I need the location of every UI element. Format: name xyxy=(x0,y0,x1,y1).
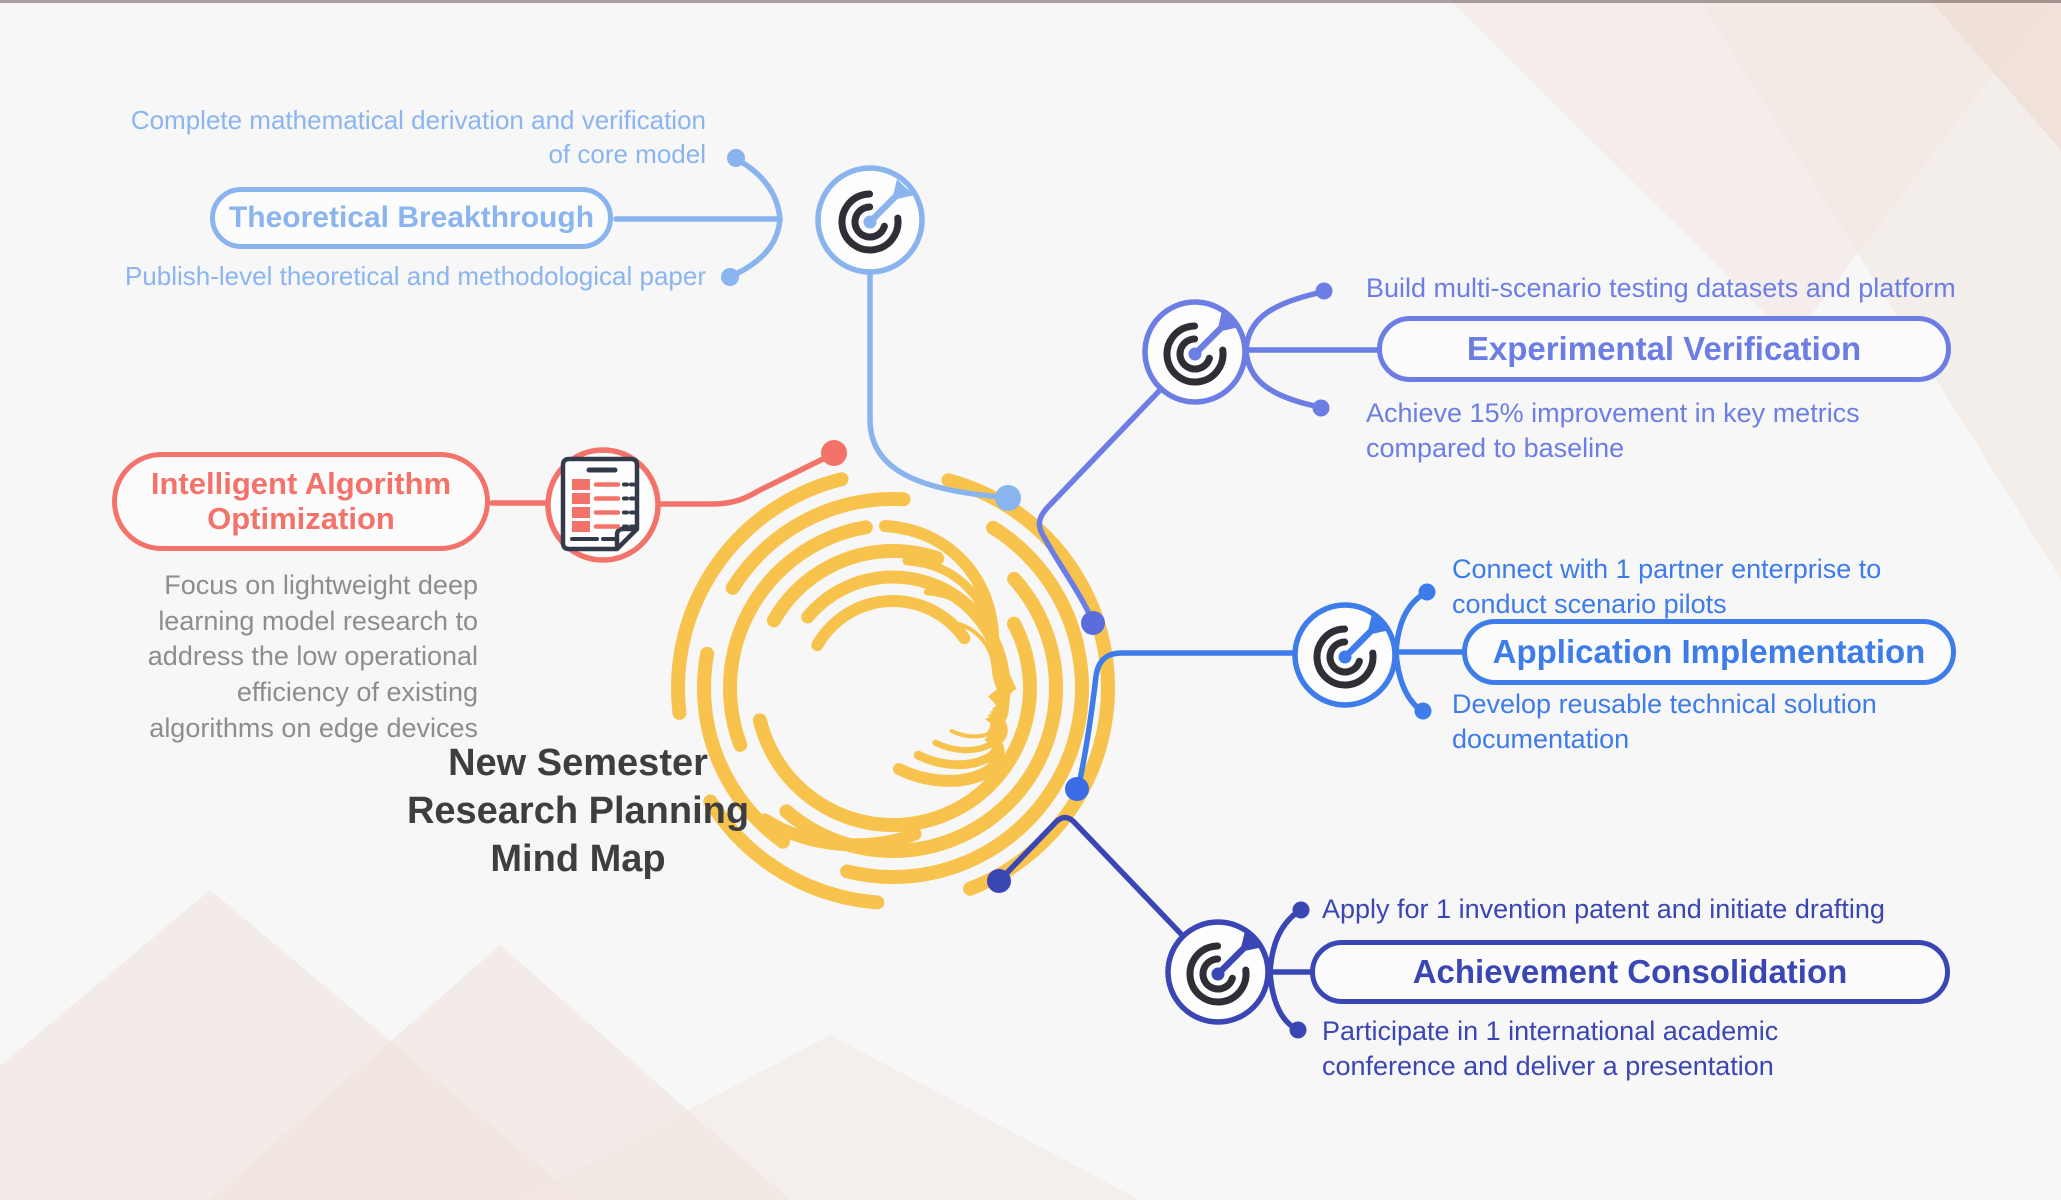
sub-item-dot xyxy=(1315,282,1333,300)
document-list-icon xyxy=(560,456,640,552)
experimental-sub-item-1: Build multi-scenario testing datasets an… xyxy=(1366,273,1956,303)
node-application-implementation: Application Implementation xyxy=(1462,619,1956,685)
head-profile-rings-icon xyxy=(671,466,1115,910)
algorithm-description: Focus on lightweight deep learning model… xyxy=(147,570,478,743)
center-anchor-dot xyxy=(995,485,1021,511)
node-theoretical-breakthrough: Theoretical Breakthrough xyxy=(210,187,613,249)
sub-item-dot xyxy=(1292,901,1310,919)
sub-item-dot xyxy=(1289,1021,1307,1039)
sub-item-dot xyxy=(1414,702,1432,720)
application-sub-item-2: Develop reusable technical solution docu… xyxy=(1452,689,1877,755)
achievement-sub-item-1: Apply for 1 invention patent and initiat… xyxy=(1322,894,1885,924)
target-icon xyxy=(1186,931,1263,1006)
achievement-sub-item-2: Participate in 1 international academic … xyxy=(1322,1016,1779,1082)
experimental-sub-item-2: Achieve 15% improvement in key metrics c… xyxy=(1366,398,1860,464)
sub-item-dot xyxy=(721,268,739,286)
center-anchor-dot xyxy=(1065,777,1089,801)
page-title: New Semester Research Planning Mind Map xyxy=(406,742,750,880)
sub-item-dot xyxy=(1418,583,1436,601)
sub-item-dot xyxy=(727,149,745,167)
target-icon xyxy=(838,179,915,254)
window-top-edge xyxy=(0,0,2061,3)
sub-item-dot xyxy=(1312,399,1330,417)
theoretical-sub-item-1: Complete mathematical derivation and ver… xyxy=(130,105,706,169)
center-anchor-dot xyxy=(987,869,1011,893)
application-sub-item-1: Connect with 1 partner enterprise to con… xyxy=(1452,554,1882,620)
node-experimental-verification: Experimental Verification xyxy=(1377,316,1951,382)
center-anchor-dot xyxy=(821,440,847,466)
node-achievement-consolidation: Achievement Consolidation xyxy=(1310,940,1950,1004)
target-icon xyxy=(1313,614,1390,689)
node-intelligent-algorithm-optimization: Intelligent Algorithm Optimization xyxy=(112,452,490,551)
center-anchor-dot xyxy=(1081,611,1105,635)
target-icon xyxy=(1163,311,1240,386)
theoretical-sub-item-2: Publish-level theoretical and methodolog… xyxy=(124,261,706,291)
